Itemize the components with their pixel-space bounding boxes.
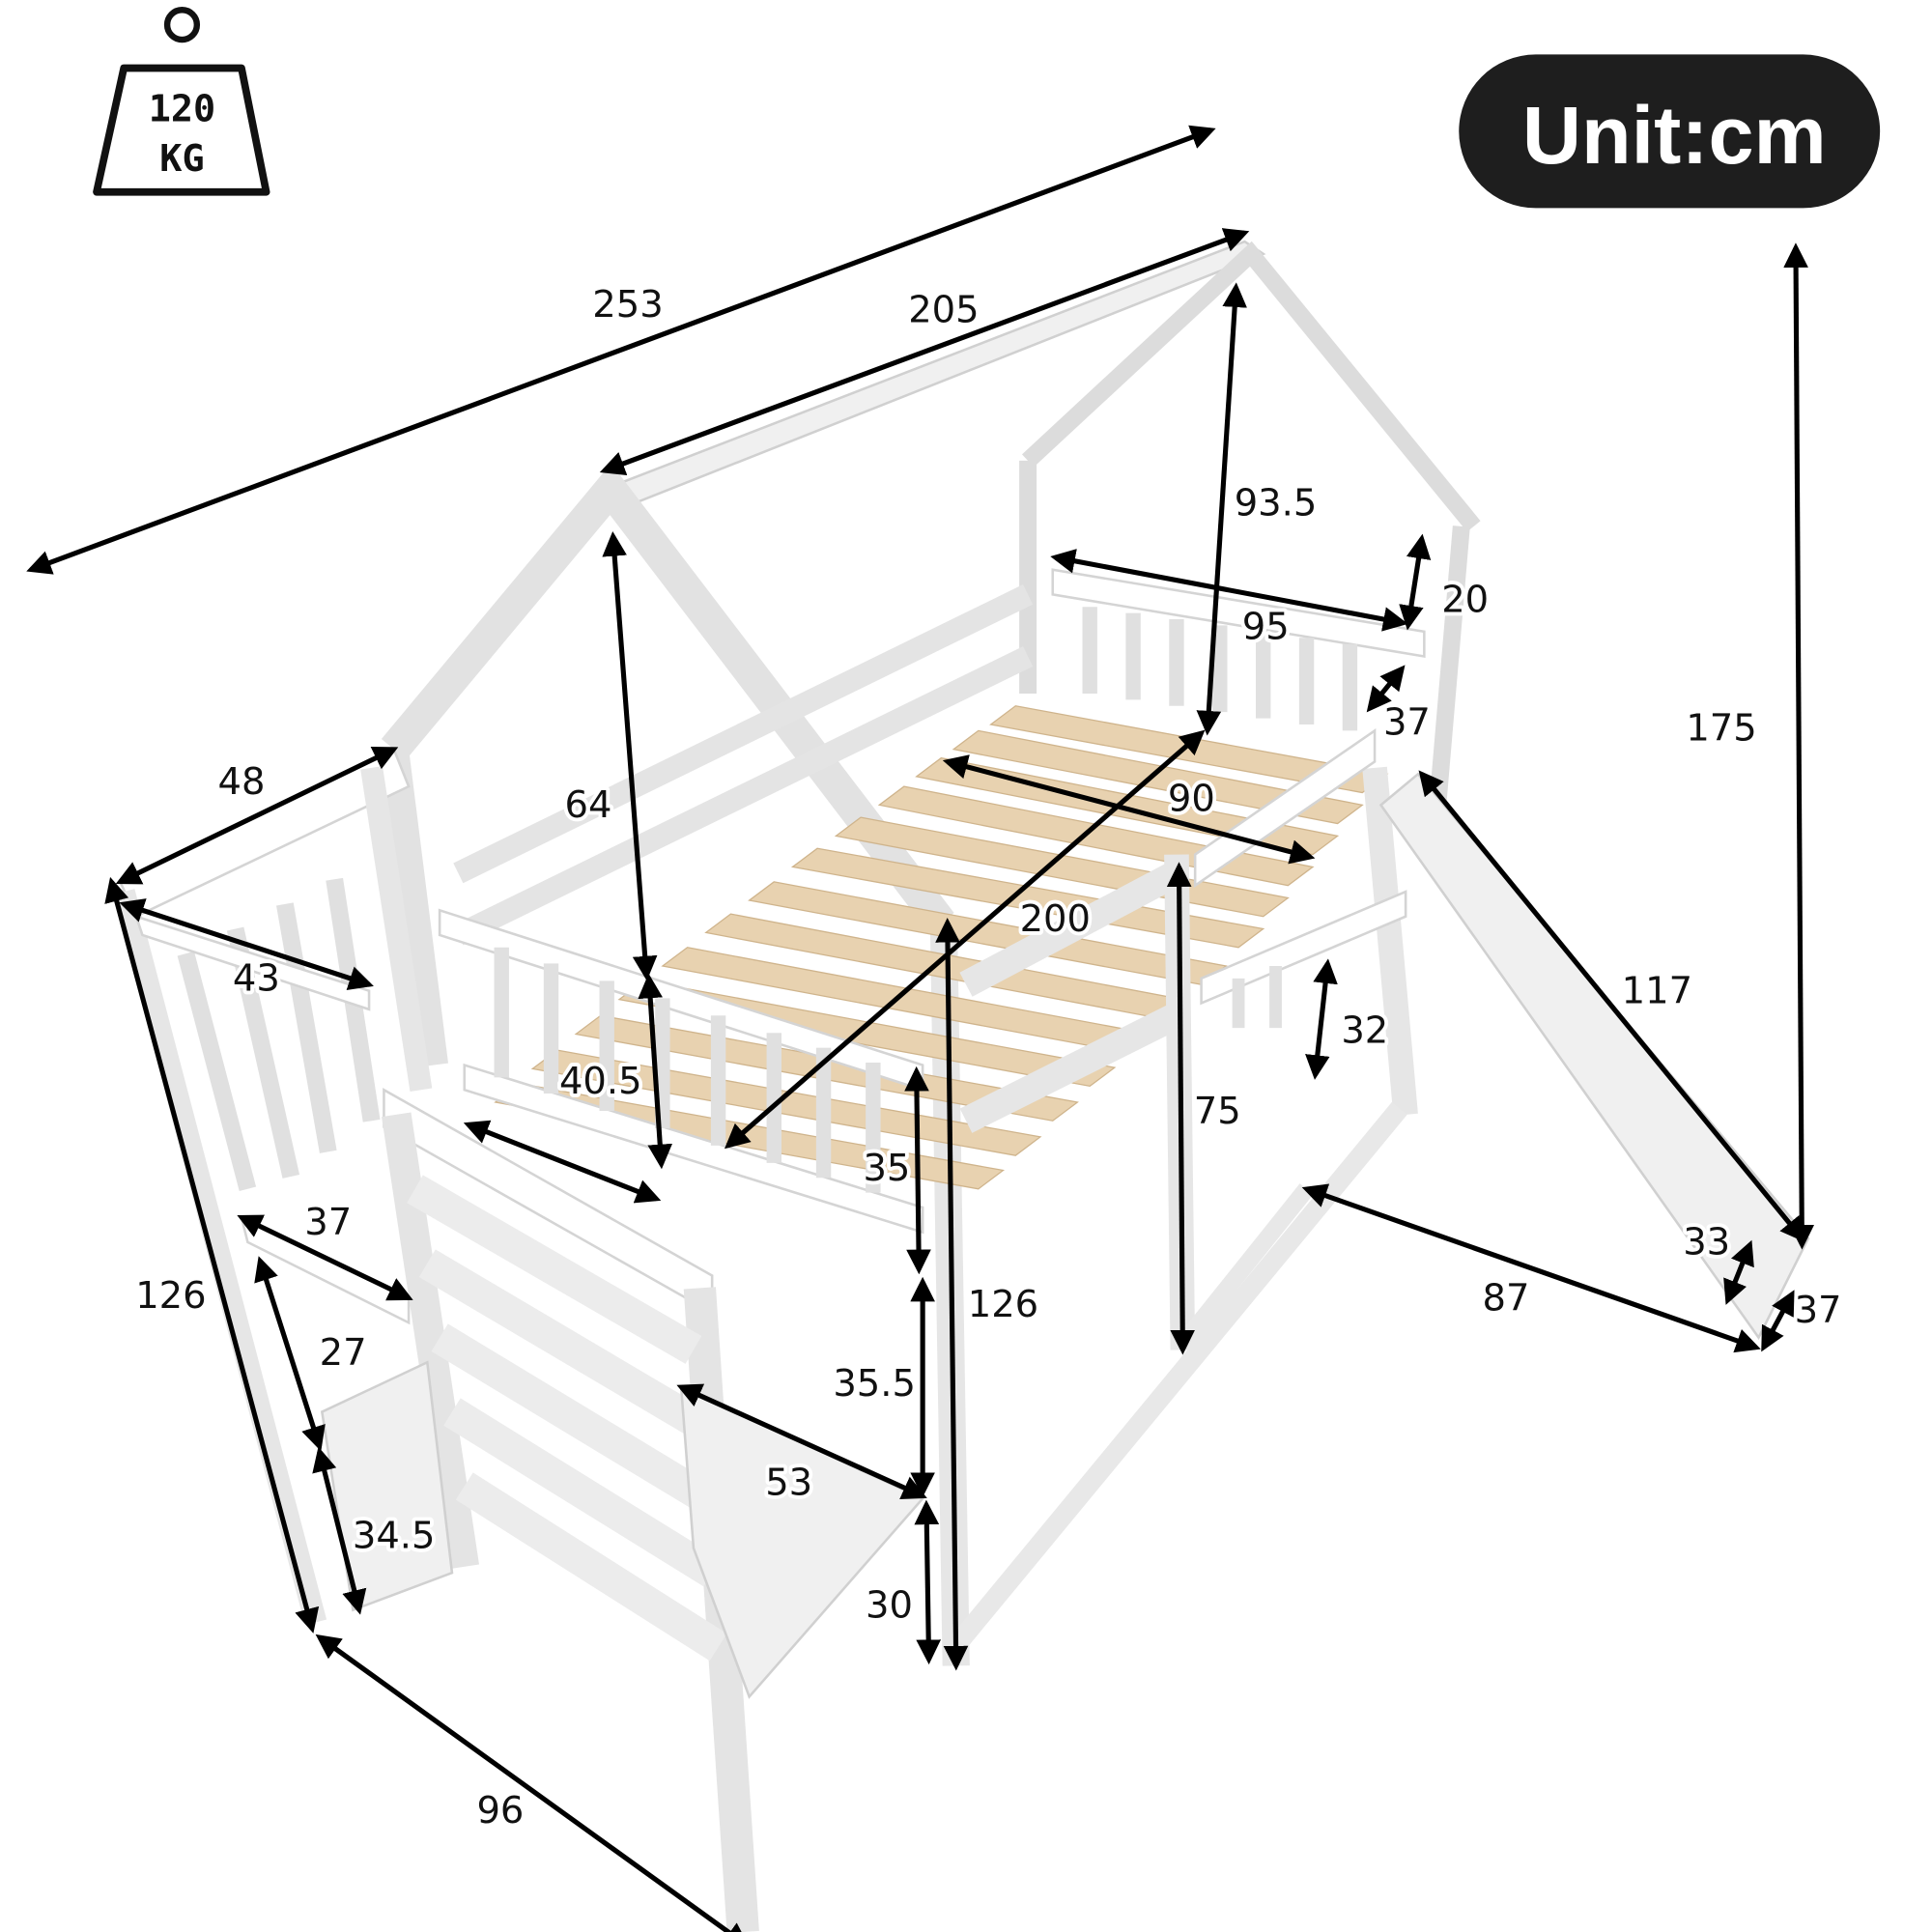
label-side-panel-height: 35 [863,1147,910,1190]
dimension-labels: 253 205 93.5 95 20 37 175 48 64 90 200 4… [131,279,1845,1836]
label-slide-spread: 87 [1483,1276,1530,1320]
weight-icon: 120 KG [93,7,270,196]
label-headboard-width: 95 [1242,606,1290,649]
label-overall-height: 175 [1686,707,1756,751]
label-stair-rail-width: 43 [233,957,280,1001]
label-stair-height: 126 [135,1274,206,1318]
label-stair-shelf-width: 37 [304,1201,352,1244]
label-mattress-width: 90 [1168,778,1215,821]
label-guardrail-gap-top: 20 [1441,578,1489,621]
label-roof-side-height: 64 [565,783,612,827]
label-roof-height: 93.5 [1235,481,1318,525]
label-guardrail-gap: 37 [1383,700,1431,744]
unit-badge: Unit:cm [1459,54,1881,209]
label-upper-leg-segment: 35.5 [833,1362,916,1406]
label-guardrail-height: 40.5 [559,1060,642,1103]
unit-label: Unit:cm [1522,89,1827,181]
label-roof-length: 205 [908,288,979,331]
label-lower-leg-segment: 30 [866,1583,913,1627]
label-stair-shelf-depth: 53 [765,1461,812,1504]
label-overall-length: 253 [592,283,663,327]
stair-unit [113,747,925,1932]
label-slide-width-inner: 33 [1683,1221,1730,1264]
weight-unit: KG [159,137,204,181]
label-stair-step-lower: 34.5 [353,1515,436,1558]
label-slide-width-outer: 37 [1795,1289,1842,1332]
label-post-height: 126 [968,1283,1038,1326]
label-clearance-height: 75 [1194,1090,1241,1133]
label-stair-depth: 96 [476,1789,524,1833]
label-stair-step-upper: 27 [320,1331,367,1375]
label-slide-length: 117 [1622,969,1692,1012]
label-end-rail-height: 32 [1341,1009,1388,1052]
dimension-arrows [26,125,1815,1932]
label-mattress-length: 200 [1020,897,1091,941]
label-stair-width-top: 48 [218,760,266,804]
weight-value: 120 [149,88,215,131]
